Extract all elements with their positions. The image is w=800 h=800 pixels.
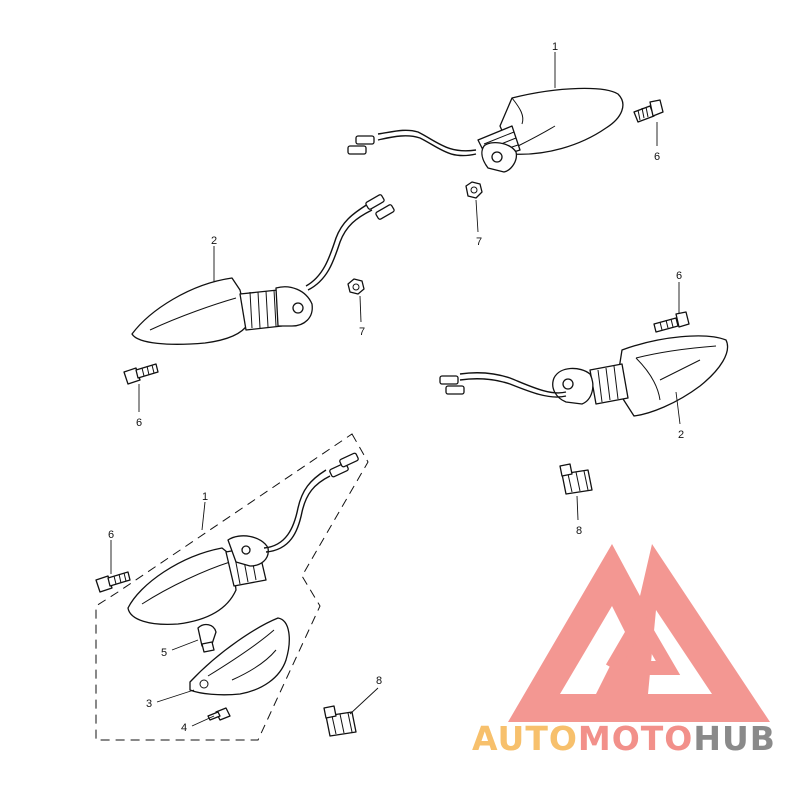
callout-5: 5 (161, 647, 167, 659)
callout-4: 4 (181, 722, 187, 734)
logo-text-hub: HUB (693, 719, 776, 758)
callout-6-top: 6 (654, 151, 660, 163)
turn-signal-part-1-top (347, 87, 624, 173)
callout-1-top: 1 (552, 41, 558, 53)
bolt-part-6-top (633, 99, 664, 123)
callout-2-left: 2 (211, 235, 217, 247)
clip-part-8-right (559, 463, 593, 495)
bolt-part-6-left (123, 363, 159, 385)
nut-part-7-top (465, 181, 483, 199)
turn-signal-part-2-left (131, 194, 395, 345)
callout-7-middle: 7 (359, 326, 365, 338)
bolt-part-6-right (653, 311, 690, 333)
callout-7-top: 7 (476, 236, 482, 248)
bolt-part-6-lower (95, 571, 131, 593)
automotohub-watermark-logo (508, 544, 770, 722)
logo-text-auto: AUTO (472, 719, 578, 758)
turn-signal-part-1-lower (127, 452, 359, 626)
callout-8-lower: 8 (376, 675, 382, 687)
callout-3: 3 (146, 698, 152, 710)
bulb-part-5 (197, 623, 217, 653)
nut-part-7-middle (347, 278, 365, 295)
lens-part-3 (189, 617, 290, 696)
logo-inner-g-icon (605, 606, 681, 675)
callout-8-right: 8 (576, 525, 582, 537)
callout-6-lower: 6 (108, 529, 114, 541)
leader-lines (110, 52, 681, 727)
clip-part-8-lower (323, 705, 357, 737)
logo-text: AUTOMOTOHUB (472, 719, 776, 758)
logo-text-moto: MOTO (578, 719, 693, 758)
assembly-dashed-outline (95, 433, 369, 741)
callout-labels: 1 6 7 2 7 6 6 2 8 1 6 5 3 4 8 (108, 41, 684, 734)
callout-2-right: 2 (678, 429, 684, 441)
screw-part-4 (207, 707, 231, 721)
callout-6-right: 6 (676, 270, 682, 282)
callout-1-lower: 1 (202, 491, 208, 503)
callout-6-left: 6 (136, 417, 142, 429)
turn-signal-part-2-right (439, 335, 729, 417)
